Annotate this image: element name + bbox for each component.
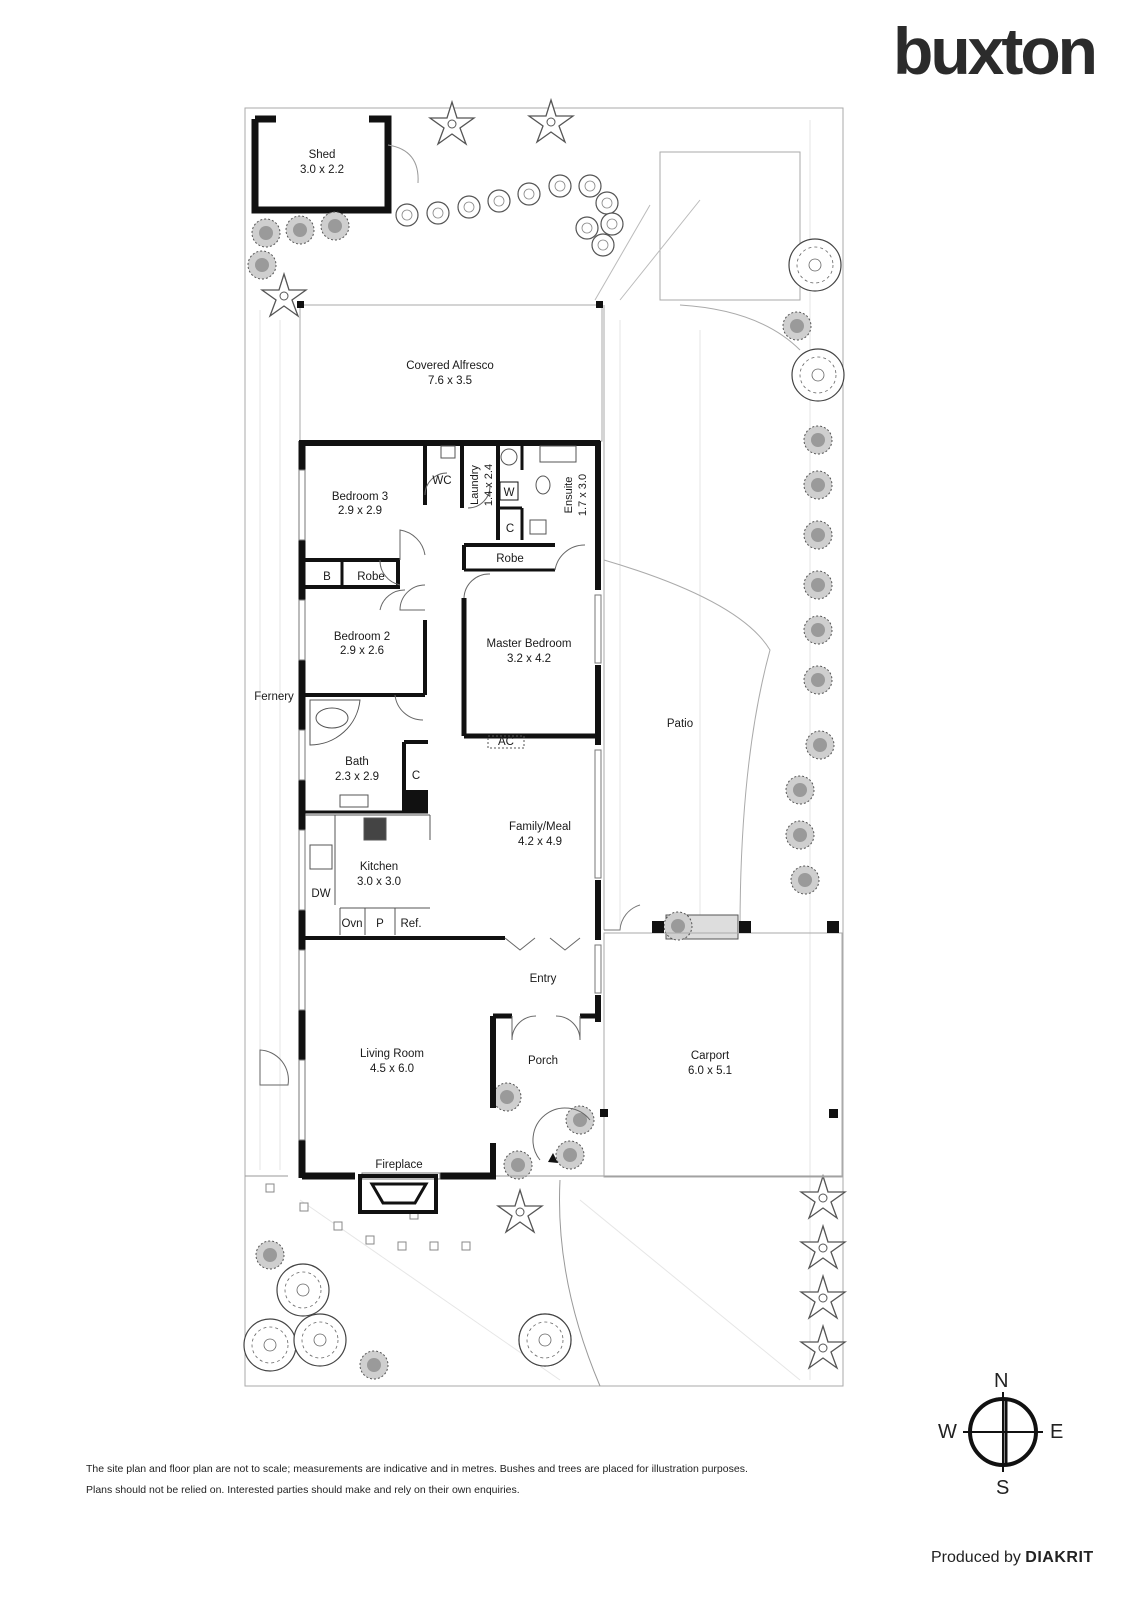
patio: Patio bbox=[603, 304, 801, 931]
stepping-stones bbox=[265, 1183, 471, 1251]
bath-name: Bath bbox=[345, 756, 369, 768]
ac-label: AC bbox=[498, 736, 514, 748]
shed-name: Shed bbox=[309, 149, 336, 161]
lawn-texture bbox=[259, 120, 811, 1381]
windows bbox=[298, 469, 602, 1180]
planter-row bbox=[663, 911, 739, 941]
ensuite-name: Ensuite bbox=[563, 477, 575, 514]
laundry-dims: 1.4 x 2.4 bbox=[483, 464, 495, 506]
house-walls bbox=[298, 440, 601, 1180]
fridge-label: Ref. bbox=[400, 918, 421, 930]
dishwasher-label: DW bbox=[311, 888, 330, 900]
alfresco-name: Covered Alfresco bbox=[406, 360, 494, 372]
b-closet-label: B bbox=[323, 571, 331, 583]
disclaimer-line-2: Plans should not be relied on. Intereste… bbox=[86, 1484, 520, 1496]
wc-label: WC bbox=[432, 475, 451, 487]
produced-by-prefix: Produced by bbox=[931, 1549, 1021, 1566]
bedroom3-name: Bedroom 3 bbox=[332, 491, 388, 503]
buxton-logo: buxton bbox=[893, 14, 1098, 88]
fireplace-label: Fireplace bbox=[375, 1159, 422, 1171]
compass-west: W bbox=[938, 1421, 957, 1443]
hall-closet-label: C bbox=[412, 770, 420, 782]
room-labels: Bedroom 3 2.9 x 2.9 WC Laundry 1.4 x 2.4… bbox=[254, 464, 589, 1171]
master-name: Master Bedroom bbox=[486, 638, 571, 650]
washer-label: W bbox=[504, 487, 515, 499]
patio-label: Patio bbox=[667, 718, 693, 730]
laundry-closet-label: C bbox=[506, 523, 514, 535]
family-name: Family/Meal bbox=[509, 821, 571, 833]
produced-by: Produced by DIAKRIT bbox=[931, 1549, 1094, 1567]
carport-name: Carport bbox=[691, 1050, 730, 1062]
fernery-label: Fernery bbox=[254, 691, 294, 703]
master-dims: 3.2 x 4.2 bbox=[507, 653, 551, 665]
bedroom2-dims: 2.9 x 2.6 bbox=[340, 645, 384, 657]
bedroom3-dims: 2.9 x 2.9 bbox=[338, 505, 382, 517]
carport: Carport 6.0 x 5.1 bbox=[600, 904, 843, 1178]
shed: Shed 3.0 x 2.2 bbox=[251, 115, 419, 214]
kitchen-name: Kitchen bbox=[360, 861, 398, 873]
living-name: Living Room bbox=[360, 1048, 424, 1060]
laundry-name: Laundry bbox=[469, 465, 481, 505]
bedroom2-robe-label: Robe bbox=[357, 571, 385, 583]
covered-alfresco: Covered Alfresco 7.6 x 3.5 bbox=[297, 301, 603, 442]
diakrit-logo: DIAKRIT bbox=[1025, 1549, 1094, 1566]
compass-south: S bbox=[996, 1477, 1010, 1499]
fixtures bbox=[305, 445, 577, 1214]
site-boundary bbox=[244, 107, 844, 1387]
compass-east: E bbox=[1050, 1421, 1064, 1443]
ensuite-dims: 1.7 x 3.0 bbox=[577, 474, 589, 516]
porch-label: Porch bbox=[528, 1055, 558, 1067]
living-dims: 4.5 x 6.0 bbox=[370, 1063, 414, 1075]
bedroom2-name: Bedroom 2 bbox=[334, 631, 390, 643]
compass-rose bbox=[963, 1392, 1043, 1472]
entry-label: Entry bbox=[530, 973, 557, 985]
family-dims: 4.2 x 4.9 bbox=[518, 836, 562, 848]
compass-north: N bbox=[994, 1370, 1009, 1392]
shed-dims: 3.0 x 2.2 bbox=[300, 164, 344, 176]
oven-label: Ovn bbox=[341, 918, 362, 930]
bath-dims: 2.3 x 2.9 bbox=[335, 771, 379, 783]
garden-path bbox=[395, 174, 624, 257]
carport-dims: 6.0 x 5.1 bbox=[688, 1065, 732, 1077]
pantry-label: P bbox=[376, 918, 384, 930]
disclaimer: The site plan and floor plan are not to … bbox=[86, 1459, 886, 1501]
alfresco-dims: 7.6 x 3.5 bbox=[428, 375, 472, 387]
master-robe-label: Robe bbox=[496, 553, 524, 565]
door-swings bbox=[259, 472, 591, 1161]
garden-bed bbox=[659, 151, 801, 301]
kitchen-dims: 3.0 x 3.0 bbox=[357, 876, 401, 888]
entry-arrow bbox=[548, 1153, 558, 1163]
disclaimer-line-1: The site plan and floor plan are not to … bbox=[86, 1463, 748, 1475]
